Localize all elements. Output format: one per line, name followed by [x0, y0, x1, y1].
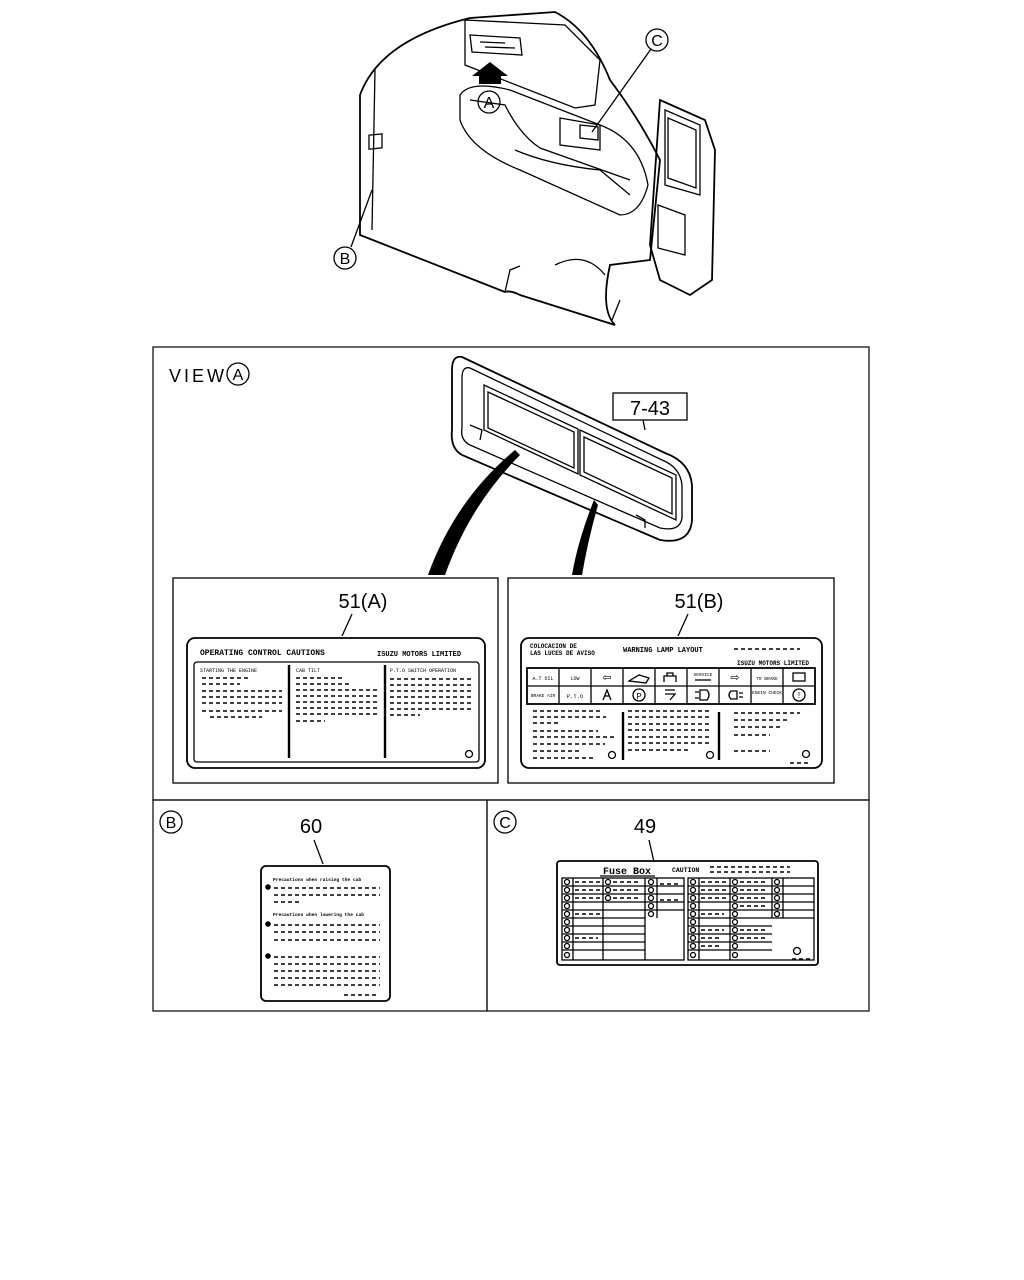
parking-letter: P: [636, 692, 641, 701]
callout-b: B: [333, 189, 373, 270]
callout-a-letter: A: [484, 95, 495, 112]
label-51a-title: OPERATING CONTROL CAUTIONS: [200, 649, 325, 658]
lamp-engine-check: ENGIN CHECK: [752, 690, 782, 696]
glow-plug-icon: [665, 689, 677, 701]
panel-7-43: 7-43: [450, 355, 693, 542]
brake-warning-icon: [792, 688, 806, 702]
part-number-51b: 51(B): [675, 591, 724, 613]
fog-lamp-icon: [728, 690, 743, 700]
part-number-7-43: 7-43: [630, 398, 670, 420]
leader-51a: [428, 450, 520, 575]
lamp-tr-brake: TR BRAKE: [756, 676, 778, 682]
label-51a-col-2: CAB TILT: [296, 668, 320, 674]
callout-c: C: [591, 28, 669, 133]
label-60-line-2: Precautions when lowering the cab: [273, 912, 364, 918]
parking-icon: [632, 688, 646, 702]
view-a-heading: VIEW A: [169, 362, 250, 386]
view-c-heading: C: [493, 810, 517, 834]
part-number-51a: 51(A): [339, 591, 388, 613]
view-a-prefix: VIEW: [169, 366, 227, 386]
label-51b-title: WARNING LAMP LAYOUT: [623, 647, 703, 655]
seat-icon: [663, 672, 677, 682]
lamp-at-oil: A.T OIL: [532, 676, 553, 682]
view-a-letter: A: [233, 367, 244, 384]
high-beam-icon: [695, 689, 710, 701]
left-turn-icon: ⇦: [602, 672, 611, 684]
label-49-title: Fuse Box: [603, 867, 651, 878]
label-51a-col-3: P.T.O SWITCH OPERATION: [390, 668, 456, 674]
oil-can-icon: [627, 674, 650, 684]
label-49: Fuse Box CAUTION: [556, 860, 819, 966]
lamp-service: SERVICE: [694, 672, 713, 678]
view-b-heading: B: [159, 810, 183, 834]
part-number-60: 60: [300, 816, 322, 838]
battery-icon: [792, 672, 806, 682]
label-49-caution: CAUTION: [672, 867, 699, 874]
lamp-pto: P.T.O: [567, 693, 584, 700]
thermometer-icon: [602, 688, 612, 701]
box-51a: [172, 577, 499, 784]
view-b-letter: B: [166, 815, 177, 832]
label-51b: COLOCACION DE LAS LUCES DE AVISO WARNING…: [520, 637, 823, 769]
label-51b-maker: ISUZU MOTORS LIMITED: [737, 660, 809, 667]
part-number-49: 49: [634, 816, 656, 838]
brake-warning-mark: !: [798, 691, 800, 700]
label-51b-title-es-2: LAS LUCES DE AVISO: [530, 650, 595, 657]
label-60-line-1: Precautions when raising the cab: [273, 877, 361, 883]
label-60: Precautions when raising the cab Precaut…: [260, 865, 391, 1002]
box-51b: [507, 577, 835, 784]
view-c-letter: C: [499, 815, 511, 832]
right-turn-icon: ⇨: [730, 672, 739, 684]
label-51a-col-1: STARTING THE ENGINE: [200, 668, 257, 674]
lamp-brake-air: BRAKE AIR: [531, 693, 556, 699]
callout-a: A: [477, 90, 501, 114]
label-51a-maker: ISUZU MOTORS LIMITED: [377, 651, 461, 659]
up-arrow-icon: [472, 62, 508, 84]
callout-b-letter: B: [340, 251, 351, 268]
label-51a: OPERATING CONTROL CAUTIONS ISUZU MOTORS …: [186, 637, 486, 769]
leader-51b: [572, 500, 598, 575]
view-c-frame: [486, 799, 870, 1012]
callout-c-letter: C: [651, 33, 663, 50]
lamp-low: LOW: [570, 676, 579, 682]
view-a-frame: [152, 346, 870, 801]
cab-illustration: A B C: [333, 11, 716, 326]
label-51b-title-es-1: COLOCACION DE: [530, 643, 577, 650]
